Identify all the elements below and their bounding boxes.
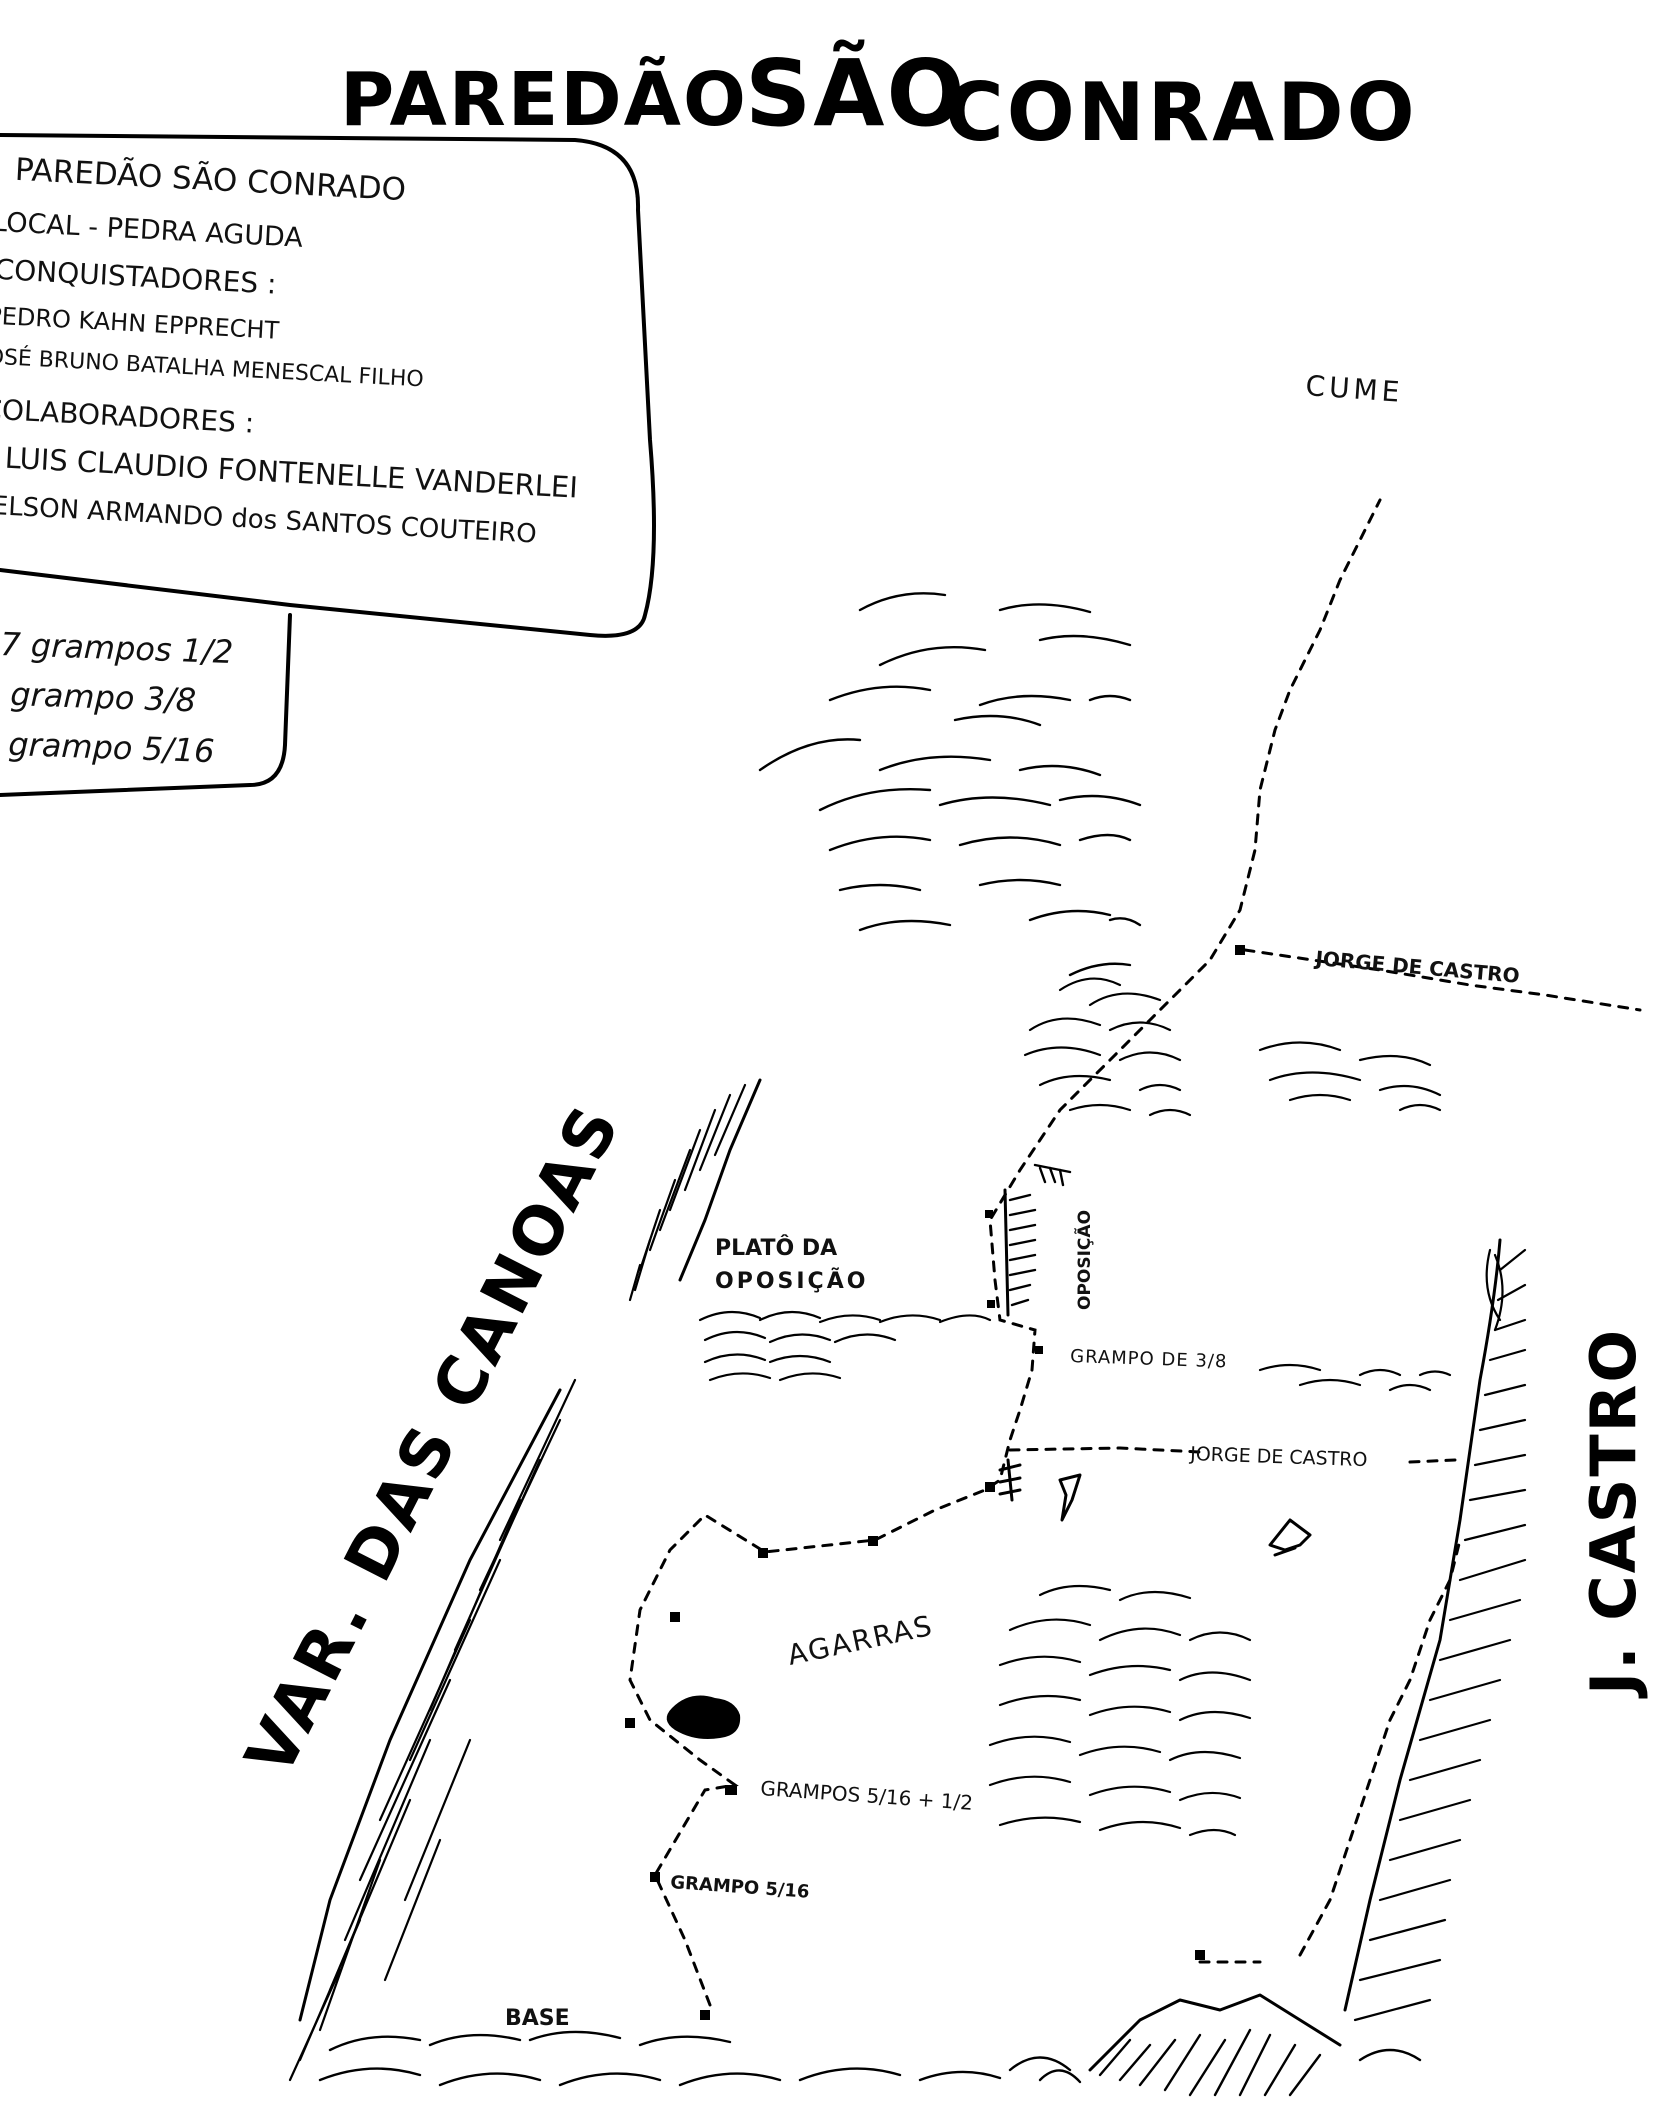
- label-grampo-3-8: GRAMPO DE 3/8: [1070, 1346, 1228, 1372]
- dark-hold-blob: [666, 1695, 741, 1739]
- gear-box: 7 grampos 1/2 grampo 3/8 grampo 5/16: [0, 613, 292, 797]
- bolt-marker: [725, 1785, 737, 1795]
- bolt-marker: [625, 1718, 635, 1728]
- bolt-marker: [1035, 1346, 1043, 1354]
- gear-box-border: [0, 613, 292, 797]
- label-grampos-5-16-1-2: GRAMPOS 5/16 + 1/2: [760, 1776, 974, 1815]
- oposicao-hatching: [1003, 1163, 1072, 1317]
- label-cume: CUME: [1305, 369, 1405, 409]
- plato-ledge: [698, 1310, 1452, 1392]
- info-local: LOCAL - PEDRA AGUDA: [0, 207, 304, 254]
- info-box-border: [0, 133, 656, 638]
- hold-marks: [666, 1458, 1312, 1739]
- label-plato-line1: PLATÔ DA: [715, 1235, 837, 1261]
- title-conrado: CONRADO: [945, 66, 1418, 159]
- label-oposicao: OPOSIÇÃO: [1072, 1210, 1095, 1310]
- bolt-marker: [700, 2010, 710, 2020]
- label-jorge-de-castro-top: JORGE DE CASTRO: [1313, 946, 1521, 988]
- main-route: [628, 498, 1382, 2007]
- label-j-castro: J. CASTRO: [1577, 1328, 1650, 1699]
- label-var-das-canoas: VAR. DAS CANOAS: [231, 1091, 636, 1787]
- bolt-marker: [985, 1210, 993, 1218]
- info-colaboradores-label: COLABORADORES :: [0, 392, 255, 439]
- info-route-name: PAREDÃO SÃO CONRADO: [14, 152, 407, 208]
- bolt-marker: [1195, 1950, 1205, 1960]
- bolt-marker: [987, 1300, 995, 1308]
- title-sao: SÃO: [745, 39, 967, 147]
- info-conquistadores-label: CONQUISTADORES :: [0, 253, 277, 301]
- route-lines: [628, 498, 1642, 2007]
- gear-item-1: 7 grampos 1/2: [0, 625, 234, 671]
- right-route: [1198, 1538, 1462, 1964]
- bolt-marker: [1235, 945, 1245, 955]
- info-conquistador-1: PEDRO KAHN EPPRECHT: [0, 302, 280, 345]
- label-jorge-de-castro-mid: JORGE DE CASTRO: [1189, 1443, 1368, 1471]
- rock-texture-upper: [758, 592, 1142, 977]
- bolt-marker: [985, 1482, 995, 1492]
- rock-texture-mid: [1023, 977, 1442, 1117]
- base-ground: [318, 1993, 1422, 2097]
- bolt-marker: [758, 1548, 768, 1558]
- info-conquistador-2: JOSÉ BRUNO BATALHA MENESCAL FILHO: [0, 343, 424, 392]
- rock-texture-lower: [988, 1584, 1252, 1837]
- flake-mark-1: [1058, 1473, 1082, 1522]
- jorge-de-castro-route-mid-2: [1408, 1458, 1457, 1464]
- label-plato-line2: OPOSIÇÃO: [715, 1268, 868, 1294]
- title-paredao: PAREDÃO: [340, 55, 748, 143]
- label-base: BASE: [505, 2006, 570, 2031]
- gear-item-2: grampo 3/8: [10, 675, 197, 719]
- label-grampo-5-16: GRAMPO 5/16: [670, 1872, 811, 1903]
- bolt-marker: [868, 1536, 878, 1546]
- jorge-de-castro-route-top: [1243, 948, 1642, 1012]
- bolt-markers: [625, 945, 1245, 2020]
- left-dihedral-hatching: [288, 1078, 762, 2082]
- page-title: PAREDÃO SÃO CONRADO: [340, 39, 1418, 159]
- label-agarras: AGARRAS: [785, 1609, 937, 1672]
- fixed-hook-mark: [998, 1458, 1022, 1502]
- bolt-marker: [670, 1612, 680, 1622]
- right-dihedral-hatching: [1343, 1238, 1527, 2022]
- info-box: PAREDÃO SÃO CONRADO LOCAL - PEDRA AGUDA …: [0, 133, 656, 638]
- info-colaborador-2: NELSON ARMANDO dos SANTOS COUTEIRO: [0, 490, 537, 550]
- gear-item-3: grampo 5/16: [8, 725, 215, 770]
- flake-mark-2: [1268, 1518, 1312, 1557]
- bolt-marker: [650, 1872, 660, 1882]
- info-colaborador-1: LUIS CLAUDIO FONTENELLE VANDERLEI: [4, 441, 579, 505]
- jorge-de-castro-route-mid: [1008, 1446, 1202, 1454]
